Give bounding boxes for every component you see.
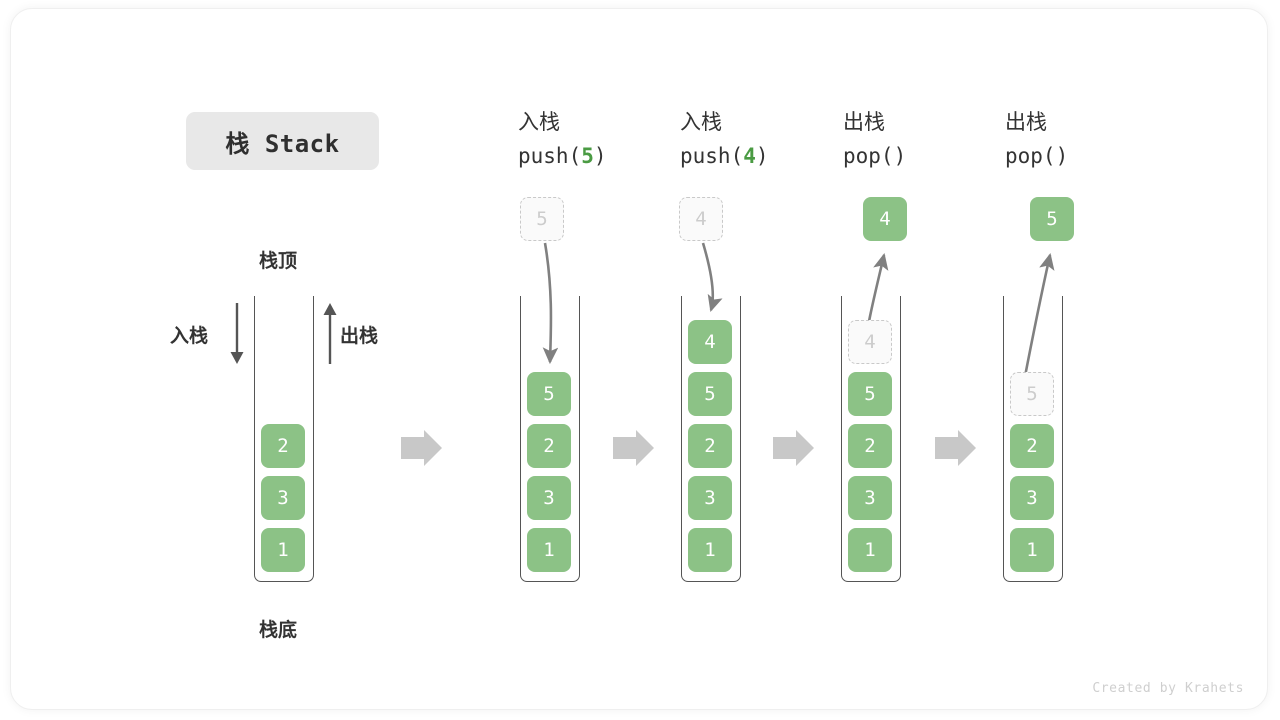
stack-cell: 2 [848,424,892,468]
stack-cell: 1 [848,528,892,572]
push-direction-label: 入栈 [170,325,209,347]
stack-bottom-label: 栈底 [259,619,298,641]
stage-heading-code: pop() [843,139,906,173]
stack-cell: 4 [688,320,732,364]
stack-container-push-4 [681,296,741,582]
stack-cell: 2 [688,424,732,468]
stack-cell: 5 [688,372,732,416]
floating-popped-cell: 5 [1030,197,1074,241]
stage-heading-code: push(5) [518,139,607,173]
stack-container-initial [254,296,314,582]
floating-popped-cell: 4 [863,197,907,241]
stack-cell: 2 [1010,424,1054,468]
stack-container-pop-5 [1003,296,1063,582]
stack-cell-ghost: 5 [1010,372,1054,416]
floating-ghost-cell: 5 [520,197,564,241]
stack-container-pop-4 [841,296,901,582]
stage-heading-cn: 入栈 [518,110,560,134]
stage-code-post: ) [893,144,907,168]
stage-heading-cn: 出栈 [843,110,885,134]
stack-cell: 1 [688,528,732,572]
stack-container-push-5 [520,296,580,582]
stack-cell: 2 [261,424,305,468]
stage-heading-code: push(4) [680,139,769,173]
stage-heading-pop-4: 出栈 pop() [843,105,906,173]
stage-heading-cn: 入栈 [680,110,722,134]
stage-code-post: ) [593,144,607,168]
floating-ghost-cell: 4 [679,197,723,241]
stack-cell: 3 [848,476,892,520]
credit-label: Created by Krahets [1092,681,1244,696]
stack-cell: 3 [1010,476,1054,520]
stack-cell: 3 [688,476,732,520]
stage-code-pre: pop( [843,144,894,168]
stack-cell: 3 [527,476,571,520]
stage-code-pre: push( [680,144,744,168]
stack-cell: 2 [527,424,571,468]
stack-cell: 1 [1010,528,1054,572]
stage-heading-cn: 出栈 [1005,110,1047,134]
stack-cell: 5 [527,372,571,416]
pop-direction-label: 出栈 [340,325,379,347]
stage-code-post: ) [1055,144,1069,168]
stage-heading-push-5: 入栈 push(5) [518,105,607,173]
stage-heading-code: pop() [1005,139,1068,173]
stage-heading-pop-5: 出栈 pop() [1005,105,1068,173]
stage-code-pre: pop( [1005,144,1056,168]
stack-cell: 1 [261,528,305,572]
stack-cell: 3 [261,476,305,520]
stack-cell-ghost: 4 [848,320,892,364]
stack-cell: 5 [848,372,892,416]
stack-cell: 1 [527,528,571,572]
stack-top-label: 栈顶 [259,250,298,272]
diagram-title-chip: 栈 Stack [186,112,379,170]
stage-code-post: ) [755,144,769,168]
stage-heading-push-4: 入栈 push(4) [680,105,769,173]
stage-code-arg: 5 [581,144,594,168]
stage-code-pre: push( [518,144,582,168]
stage-code-arg: 4 [743,144,756,168]
